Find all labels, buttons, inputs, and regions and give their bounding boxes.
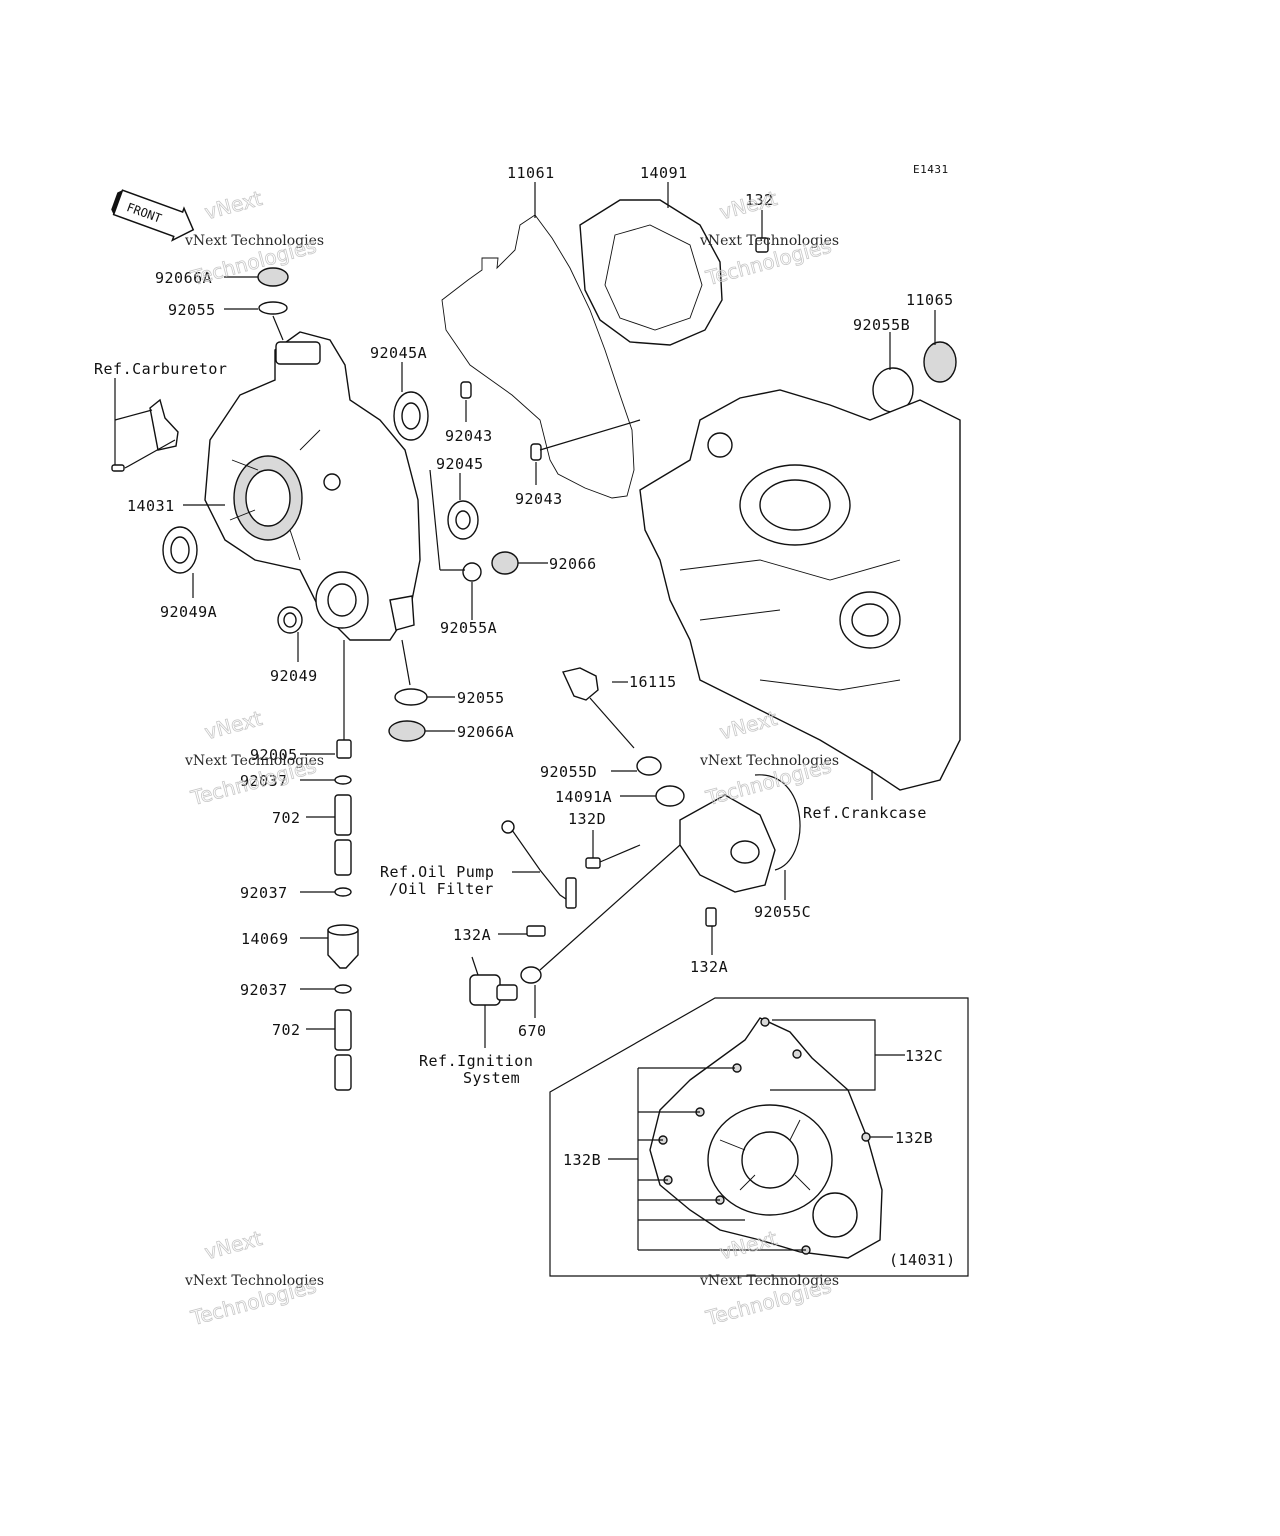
callout-670: 670 (518, 1022, 547, 1040)
inset-ref-14031: (14031) (889, 1251, 956, 1269)
cover-plate-14091 (579, 199, 723, 346)
callout-92066A-top: 92066A (155, 269, 212, 287)
svg-text:vNext Technologies: vNext Technologies (699, 1273, 839, 1289)
callout-92045A: 92045A (370, 344, 427, 362)
svg-text:vNext: vNext (202, 186, 265, 224)
callout-92043-b: 92043 (515, 490, 563, 508)
callout-92049: 92049 (270, 667, 318, 685)
ref-ignition-line2: System (463, 1069, 520, 1087)
ref-oil-pump-line2: /Oil Filter (389, 880, 494, 898)
leader-lines (114, 182, 936, 1251)
inset-box (549, 997, 969, 1277)
callout-92049A: 92049A (160, 603, 217, 621)
callout-92055D: 92055D (540, 763, 597, 781)
ref-crankcase: Ref.Crankcase (803, 804, 927, 822)
ref-carburetor: Ref.Carburetor (94, 360, 227, 378)
svg-text:vNext Technologies: vNext Technologies (184, 753, 324, 769)
callout-92066: 92066 (549, 555, 597, 573)
svg-text:vNext: vNext (717, 186, 780, 224)
filler-14091A (655, 785, 685, 807)
ref-oil-pump-line1: Ref.Oil Pump (380, 863, 494, 881)
callout-14091A: 14091A (555, 788, 612, 806)
callout-14069: 14069 (241, 930, 289, 948)
plug-92066A-mid (388, 720, 426, 742)
callout-92055B: 92055B (853, 316, 910, 334)
ignition-sensor-ref (469, 956, 518, 1006)
gasket-11061 (441, 214, 635, 499)
callout-92037-b: 92037 (240, 884, 288, 902)
callout-132: 132 (745, 191, 774, 209)
o-ring-92055D (636, 756, 662, 776)
oil-pipe-ref (501, 820, 577, 909)
callout-132A-right: 132A (690, 958, 728, 976)
callout-702-b: 702 (272, 1021, 301, 1039)
callout-92037-a: 92037 (240, 772, 288, 790)
svg-text:vNext: vNext (202, 706, 265, 744)
callout-92055-mid: 92055 (457, 689, 505, 707)
plug-92066 (491, 551, 519, 575)
front-arrow-icon: FRONT (111, 189, 195, 242)
callout-702-a: 702 (272, 809, 301, 827)
bearing-92045A (393, 391, 429, 441)
bolt-132D (585, 844, 641, 869)
dowel-pin-92043-a (460, 381, 472, 399)
o-ring-92055-top (258, 301, 288, 315)
callout-92055-top: 92055 (168, 301, 216, 319)
carburetor-bracket (111, 398, 179, 472)
callout-11065: 11065 (906, 291, 954, 309)
svg-text:vNext Technologies: vNext Technologies (699, 753, 839, 769)
o-ring-92055A (462, 562, 482, 582)
callout-132B-left: 132B (563, 1151, 601, 1169)
watermark-1: vNext vNext Technologies Technologies (184, 186, 324, 291)
seal-92049 (277, 606, 303, 634)
callout-132D: 132D (568, 810, 606, 828)
ref-ignition-line1: Ref.Ignition (419, 1052, 533, 1070)
drain-column (327, 739, 359, 1091)
callout-132A-left: 132A (453, 926, 491, 944)
oil-filter-cover (679, 794, 776, 893)
callout-14031: 14031 (127, 497, 175, 515)
callout-92043-a: 92043 (445, 427, 493, 445)
o-ring-92055-mid (394, 688, 428, 706)
watermark-3: vNext vNext Technologies Technologies (184, 706, 324, 811)
callout-92037-c: 92037 (240, 981, 288, 999)
svg-text:vNext Technologies: vNext Technologies (184, 1273, 324, 1289)
callout-14091: 14091 (640, 164, 688, 182)
callout-92005: 92005 (250, 746, 298, 764)
crankcase-ref (639, 389, 961, 791)
clutch-cover-14031 (204, 331, 421, 641)
watermark-2: vNext vNext Technologies Technologies (699, 186, 839, 291)
svg-text:vNext Technologies: vNext Technologies (699, 233, 839, 249)
bolt-132A-right (705, 907, 717, 927)
callout-92045: 92045 (436, 455, 484, 473)
svg-text:vNext: vNext (717, 706, 780, 744)
callout-132B-right: 132B (895, 1129, 933, 1147)
callout-16115: 16115 (629, 673, 677, 691)
o-ring-670 (520, 966, 542, 984)
callout-92066A-mid: 92066A (457, 723, 514, 741)
callout-132C: 132C (905, 1047, 943, 1065)
dowel-pin-92043-b (530, 443, 542, 461)
callout-92055A: 92055A (440, 619, 497, 637)
svg-text:vNext: vNext (202, 1226, 265, 1264)
seal-11065 (923, 341, 957, 383)
o-ring-92055C (754, 774, 801, 871)
bolt-132A-left (526, 925, 546, 937)
callout-92055C: 92055C (754, 903, 811, 921)
watermark-5: vNext vNext Technologies Technologies (184, 1226, 324, 1331)
diagram-code: E1431 (913, 163, 949, 176)
callout-11061: 11061 (507, 164, 555, 182)
bearing-92045 (447, 500, 479, 540)
seal-92049A (162, 526, 198, 574)
svg-text:vNext Technologies: vNext Technologies (184, 233, 324, 249)
dipstick-16115 (562, 667, 635, 749)
